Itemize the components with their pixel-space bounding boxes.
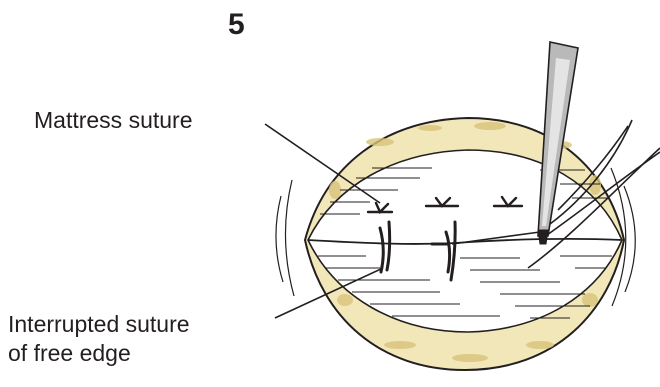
surgical-illustration: 5 Mattress suture Interrupted suture of … bbox=[0, 0, 660, 387]
wound-drawing bbox=[0, 0, 660, 387]
